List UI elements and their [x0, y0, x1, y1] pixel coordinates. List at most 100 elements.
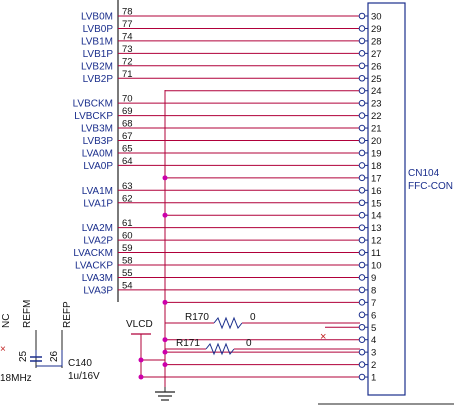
ic-signal-label: LVB3M — [81, 124, 113, 135]
ic-signal-label: LVB0M — [81, 12, 113, 23]
refm-label: REFM — [22, 300, 33, 328]
ic-pin-number: 78 — [122, 7, 133, 18]
connector-pin-circle — [358, 311, 366, 319]
connector-pin-circle — [358, 87, 366, 94]
connector-pin-number: 13 — [371, 223, 382, 234]
connector-pin-circle — [358, 323, 366, 331]
connector-type: FFC-CON — [408, 181, 453, 192]
connector-pin-number: 25 — [371, 74, 382, 85]
connector-pin-number: 23 — [371, 99, 382, 110]
connector-pin-number: 17 — [371, 173, 382, 184]
connector-pin-number: 28 — [371, 36, 382, 47]
connector-pin-circle — [358, 286, 366, 294]
r171-value: 0 — [246, 338, 252, 349]
connector-pin-circle — [358, 99, 366, 107]
connector-pin-circle — [358, 112, 366, 119]
gnd-junction — [162, 175, 168, 181]
pin25-label: 25 — [18, 350, 29, 362]
ic-pin-number: 67 — [122, 131, 133, 142]
connector-pin-circle — [358, 211, 366, 219]
connector-pin-circle — [358, 174, 366, 182]
ic-signal-label: LVBCKP — [74, 111, 113, 122]
nc-x-mark: × — [0, 344, 6, 355]
ic-signal-label: LVA0P — [83, 161, 113, 172]
vlcd-junction-2 — [138, 374, 144, 380]
connector-pin-circle — [358, 12, 366, 20]
connector-pin-number: 30 — [371, 12, 382, 23]
connector-pin-circle — [358, 249, 366, 256]
ic-pin-number: 62 — [122, 193, 133, 204]
vlcd-label: VLCD — [126, 319, 153, 330]
connector-pin-circle — [358, 199, 366, 207]
ic-signal-label: LVA1M — [82, 186, 113, 197]
connector-pin-circle — [358, 336, 366, 344]
connector-pin-circle — [358, 25, 366, 32]
connector-body — [367, 2, 406, 396]
connector-pin-number: 26 — [371, 61, 382, 72]
ic-pin-number: 65 — [122, 143, 133, 154]
connector-pin-number: 9 — [371, 273, 376, 284]
connector-ref: CN104 — [408, 168, 440, 179]
connector-pin-number: 20 — [371, 136, 382, 147]
ic-signal-label: LVACKP — [75, 261, 113, 272]
ic-signal-label: LVA3P — [83, 285, 113, 296]
r170-zigzag — [213, 316, 243, 330]
ic-signal-label: LVA2P — [83, 236, 113, 247]
r171-zigzag — [205, 342, 235, 356]
connector-pin-number: 10 — [371, 261, 382, 272]
connector-pin-number: 18 — [371, 161, 382, 172]
connector-pin-circle — [358, 299, 366, 306]
ic-signal-label: LVB1M — [81, 36, 113, 47]
connector-pin-circle — [358, 187, 366, 194]
r170-ref: R170 — [185, 312, 209, 323]
ic-pin-number: 72 — [122, 56, 133, 67]
connector-pin-number: 4 — [371, 335, 376, 346]
connector-pin-number: 14 — [371, 211, 382, 222]
ic-pin-number: 61 — [122, 218, 133, 229]
lower-junction — [162, 349, 168, 355]
nc-label: NC — [1, 314, 12, 328]
connector-pin-circle — [358, 224, 366, 231]
pin5-nc-mark: × — [320, 331, 326, 343]
pin26-label: 26 — [49, 350, 60, 362]
lower-junction — [162, 362, 168, 368]
ic-signal-label: LVA3M — [82, 273, 113, 284]
connector-pin-circle — [358, 50, 366, 57]
refp-label: REFP — [62, 301, 73, 328]
connector-pin-number: 15 — [371, 198, 382, 209]
ic-pin-number: 58 — [122, 256, 133, 267]
ic-pin-number: 63 — [122, 181, 133, 192]
ic-pin-number: 71 — [122, 69, 133, 80]
connector-pin-circle — [358, 348, 366, 356]
ic-signal-label: LVBCKM — [73, 99, 113, 110]
c140-ref: C140 — [68, 358, 92, 369]
connector-pin-number: 1 — [371, 373, 376, 384]
connector-pin-number: 2 — [371, 360, 376, 371]
connector-pin-number: 24 — [371, 86, 382, 97]
connector-pin-number: 19 — [371, 148, 382, 159]
connector-pin-circle — [358, 162, 366, 169]
ic-signal-label: LVA1P — [83, 198, 113, 209]
connector-pin-number: 6 — [371, 310, 376, 321]
connector-pin-circle — [358, 124, 366, 132]
connector-pin-number: 3 — [371, 348, 376, 359]
connector-pin-number: 22 — [371, 111, 382, 122]
connector-pin-number: 29 — [371, 24, 382, 35]
ic-signal-label: LVACKM — [73, 248, 113, 259]
connector-pin-number: 27 — [371, 49, 382, 60]
ic-pin-number: 54 — [122, 280, 133, 291]
gnd-junction — [162, 212, 168, 218]
lower-junction — [162, 337, 168, 343]
connector-pin-circle — [358, 274, 366, 281]
connector-pin-number: 12 — [371, 236, 382, 247]
connector-pin-circle — [358, 373, 366, 381]
ic-pin-number: 60 — [122, 231, 133, 242]
r170-value: 0 — [250, 312, 256, 323]
ic-pin-number: 55 — [122, 268, 133, 279]
connector-pin-circle — [358, 149, 366, 157]
connector-pin-number: 7 — [371, 298, 376, 309]
connector-pin-circle — [358, 137, 366, 144]
ic-signal-label: LVA2M — [82, 223, 113, 234]
connector-pin-number: 21 — [371, 124, 382, 135]
